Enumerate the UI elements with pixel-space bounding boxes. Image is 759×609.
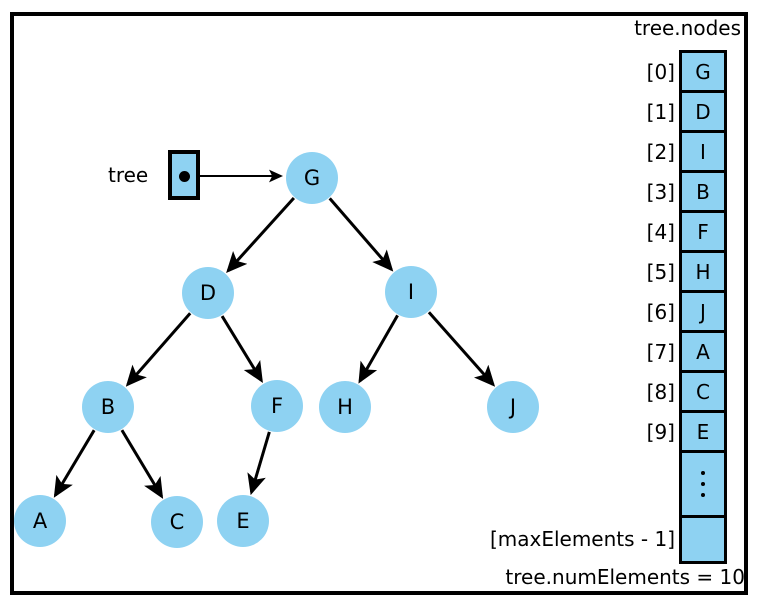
array-index-label-11: [maxElements - 1] [489,526,675,551]
array-cell-value: D [695,99,711,124]
array-cell-4: F [682,213,724,253]
array-cell-11 [682,518,724,561]
tree-node-label: G [303,165,321,190]
ellipsis-dot-icon [701,471,705,475]
tree-node-a: A [14,495,66,547]
pointer-dot-icon [179,171,190,182]
array-title-label: tree.nodes [634,16,741,40]
array-cell-ellipsis [682,453,724,518]
tree-node-label: I [407,279,415,304]
array-cell-value: B [696,179,710,204]
tree-node-d: D [182,267,234,319]
array-cell-value: A [696,339,710,364]
array-cell-value: J [700,299,706,324]
array-index-label-8: [8] [646,380,675,404]
array-index-label-4: [4] [646,220,675,244]
array-index-label-1: [1] [646,100,675,124]
array-cell-8: C [682,373,724,413]
array-cell-7: A [682,333,724,373]
tree-node-f: F [251,380,303,432]
array-cell-value: C [696,379,710,404]
array-index-label-5: [5] [646,260,675,284]
array-index-label-3: [3] [646,180,675,204]
array-index-label-0: [0] [646,60,675,84]
tree-node-c: C [151,496,203,548]
tree-node-label: A [32,508,48,533]
array-cell-3: B [682,173,724,213]
ellipsis-dot-icon [701,482,705,486]
tree-node-h: H [319,381,371,433]
tree-node-label: H [337,394,353,419]
array-cell-0: G [682,53,724,93]
array-cell-value: I [700,139,706,164]
array-index-label-9: [9] [646,420,675,444]
ellipsis-dot-icon [701,493,705,497]
tree-node-label: B [100,394,116,419]
array-cell-value: H [695,259,711,284]
array-cell-6: J [682,293,724,333]
array-cell-5: H [682,253,724,293]
tree-node-label: E [236,508,250,533]
array-index-label-6: [6] [646,300,675,324]
tree-node-e: E [217,495,269,547]
tree-node-i: I [385,266,437,318]
num-elements-label: tree.numElements = 10 [505,565,745,589]
array-index-label-2: [2] [646,140,675,164]
array-index-label-7: [7] [646,340,675,364]
figure-frame [10,12,748,595]
array-cell-value: E [696,419,710,444]
tree-node-j: J [487,381,539,433]
pointer-variable-label: tree [108,163,149,187]
array-cell-value: F [697,219,709,244]
array-cell-value: G [695,59,711,84]
tree-node-b: B [82,381,134,433]
tree-node-label: J [509,394,517,419]
tree-node-g: G [286,152,338,204]
array-cell-1: D [682,93,724,133]
array-cell-9: E [682,413,724,453]
tree-node-label: C [169,509,185,534]
tree-node-label: D [199,280,217,305]
tree-node-label: F [270,393,284,418]
array-cell-2: I [682,133,724,173]
pointer-variable-box [168,150,200,200]
